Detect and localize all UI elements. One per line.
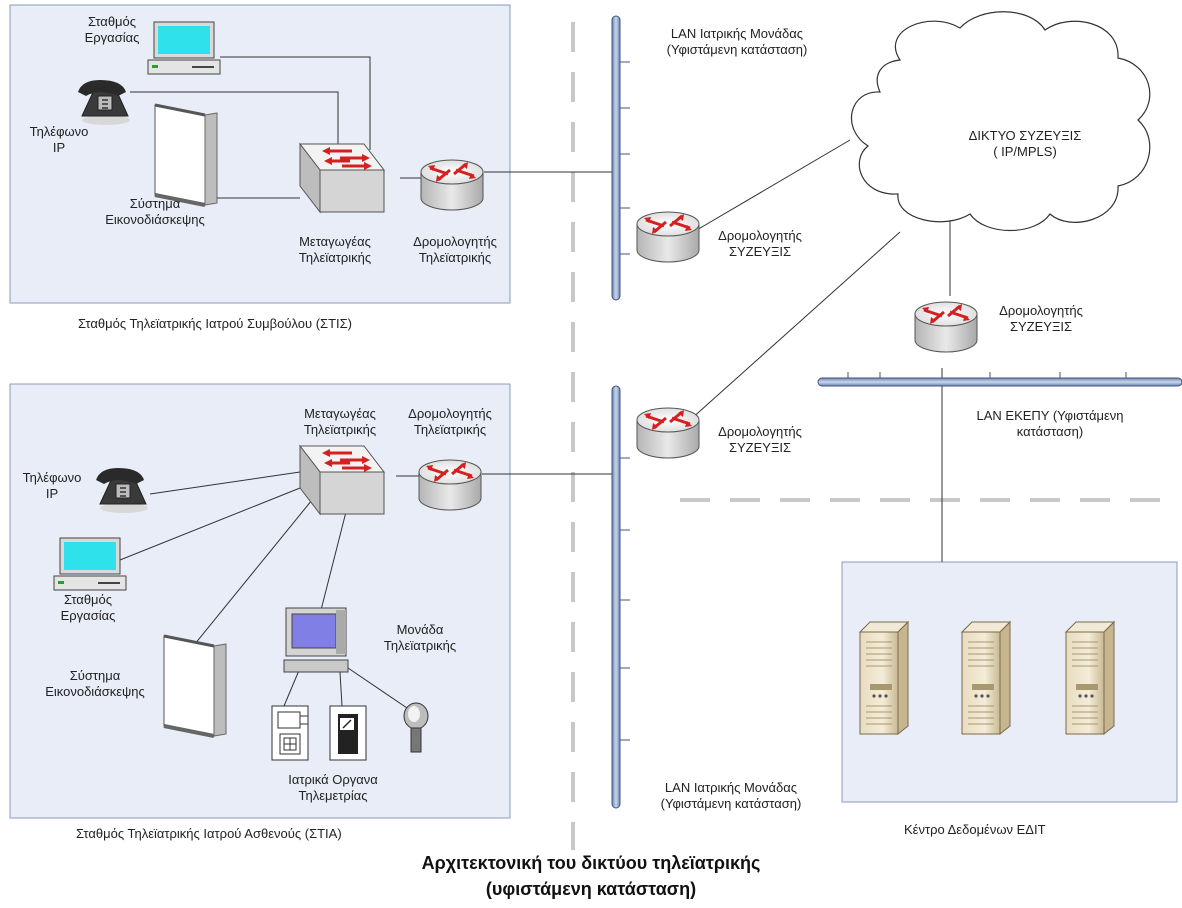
telemedicine-unit-icon bbox=[283, 607, 349, 673]
instrument-probe-icon bbox=[403, 702, 429, 753]
link-router-3-icon bbox=[913, 300, 979, 354]
cloud-label: ΔΙΚΤΥΟ ΣΥΖΕΥΞΙΣ( IP/MPLS) bbox=[968, 128, 1082, 159]
bottom-workstation-icon bbox=[53, 537, 127, 591]
cloud-shape bbox=[851, 11, 1151, 231]
lan-bottom-label: LAN Ιατρικής Μονάδας(Υφιστάμενη κατάστασ… bbox=[660, 780, 802, 811]
bottom-router-icon bbox=[417, 458, 483, 512]
link-router-2-icon bbox=[635, 406, 701, 460]
server-3-icon bbox=[1065, 621, 1115, 735]
bottom-station-box bbox=[9, 383, 511, 819]
bottom-station-caption: Σταθμός Τηλεϊατρικής Ιατρού Ασθενούς (ΣΤ… bbox=[76, 826, 342, 841]
lan-ekepy-bus bbox=[817, 372, 1182, 387]
lan-top-label: LAN Ιατρικής Μονάδας(Υφιστάμενη κατάστασ… bbox=[666, 26, 808, 57]
server-1-icon bbox=[859, 621, 909, 735]
datacenter-caption: Κέντρο Δεδομένων ΕΔΙΤ bbox=[904, 822, 1046, 837]
diagram-title: Αρχιτεκτονική του δικτύου τηλεϊατρικής(υ… bbox=[421, 853, 761, 899]
lan-top-bus bbox=[611, 15, 630, 301]
top-router-icon bbox=[419, 158, 485, 212]
top-station-box bbox=[9, 4, 511, 304]
top-switch-icon bbox=[298, 142, 386, 214]
link-router-1-icon bbox=[635, 210, 701, 264]
server-2-icon bbox=[961, 621, 1011, 735]
instrument-monitor-icon bbox=[271, 705, 309, 761]
lan-bottom-bus bbox=[611, 385, 630, 809]
instrument-pump-icon bbox=[329, 705, 367, 761]
top-screen-icon bbox=[153, 103, 219, 207]
top-station-caption: Σταθμός Τηλεϊατρικής Ιατρού Συμβούλου (Σ… bbox=[78, 316, 353, 331]
bottom-screen-icon bbox=[162, 634, 228, 738]
bottom-switch-icon bbox=[298, 444, 386, 516]
